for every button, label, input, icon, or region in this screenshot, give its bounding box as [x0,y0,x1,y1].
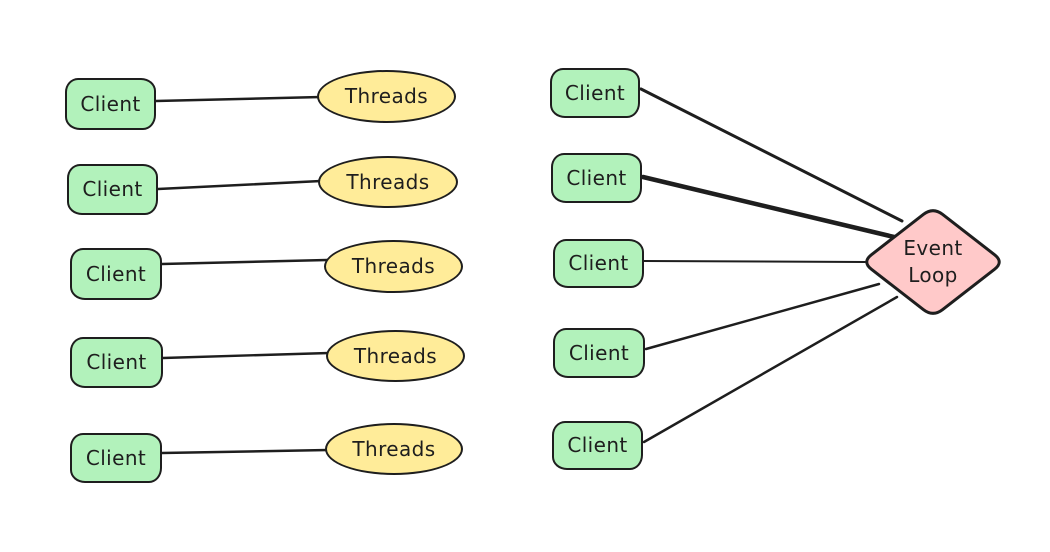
connector-client-eventloop-3 [643,260,866,263]
threads-node: Threads [325,423,463,475]
client-node-label: Client [566,165,627,190]
connector-client-threads-1 [154,95,323,103]
connector-client-threads-4 [161,351,331,360]
client-node: Client [67,164,158,215]
connector-client-eventloop-1 [639,87,904,223]
client-node-label: Client [568,251,629,275]
client-node-label: Client [568,340,630,365]
threads-node-label: Threads [351,254,436,278]
client-node: Client [70,337,163,388]
threads-node: Threads [326,330,465,382]
threads-node: Threads [317,70,456,123]
connector-client-threads-2 [156,179,323,191]
threads-node-label: Threads [352,436,436,461]
client-node: Client [552,421,643,470]
client-node: Client [551,153,642,203]
client-node-label: Client [85,261,147,286]
threads-node-label: Threads [344,84,429,108]
event-loop-label-line1: Event [903,236,963,260]
client-node-label: Client [564,80,626,105]
client-node: Client [553,239,644,288]
connector-client-eventloop-4 [644,282,881,351]
client-node-label: Client [567,433,628,457]
client-node: Client [70,248,162,300]
client-node-label: Client [86,350,147,374]
threads-node: Threads [318,156,458,208]
connector-client-eventloop-2 [640,174,897,240]
event-loop-diamond-shape [865,209,1001,315]
client-node: Client [65,78,156,130]
client-node-label: Client [82,177,143,201]
threads-node: Threads [324,240,463,293]
client-node: Client [70,433,162,483]
threads-node-label: Threads [353,343,438,368]
event-loop-label-line2: Loop [908,263,958,287]
connector-client-threads-3 [160,258,329,266]
client-node-label: Client [80,91,141,116]
client-node-label: Client [85,445,147,470]
client-node: Client [550,68,640,118]
connector-client-threads-5 [160,448,330,455]
client-node: Client [553,328,645,378]
event-loop-node: Event Loop [862,207,1004,317]
threads-node-label: Threads [346,169,430,194]
connector-client-eventloop-5 [642,295,899,444]
